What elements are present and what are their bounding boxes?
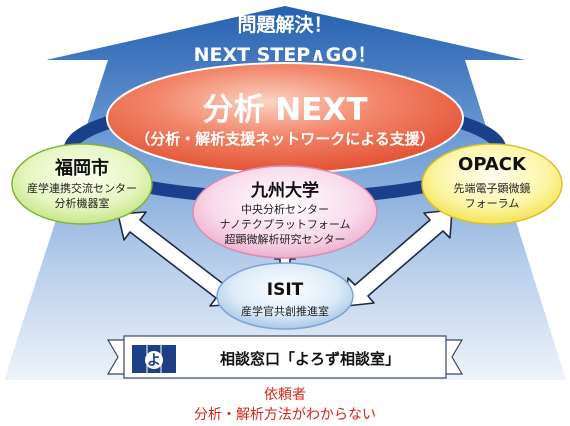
center-title: 分析 NEXT <box>202 92 368 128</box>
kyushu-line1: 中央分析センター <box>241 203 329 216</box>
node-fukuoka-ellipse <box>11 143 153 225</box>
fukuoka-line2: 分析機器室 <box>54 197 110 210</box>
node-opack-ellipse <box>421 143 563 225</box>
fukuoka-line1: 産学連携交流センター <box>27 182 137 195</box>
banner-label: 相談窓口「よろず相談室」 <box>219 350 400 368</box>
noren-logo-circle <box>145 351 163 369</box>
header-line2: NEXT STEP∧GO！ <box>193 44 377 66</box>
footer-line1: 依頼者 <box>264 387 306 403</box>
footer-line2: 分析・解析方法がわからない <box>194 407 376 423</box>
arrow-base-wash <box>0 380 570 426</box>
opack-line1: 先端電子顕微鏡 <box>453 182 531 195</box>
noren-logo-char: よ <box>147 353 161 369</box>
kyushu-title: 九州大学 <box>251 181 319 201</box>
opack-line2: フォーラム <box>464 197 520 210</box>
center-subtitle: （分析・解析支援ネットワークによる支援） <box>135 130 435 148</box>
isit-title: ISIT <box>266 280 304 300</box>
node-isit-ellipse <box>216 262 354 330</box>
noren-logo-stripe <box>132 341 176 345</box>
isit-line1: 産学官共創推進室 <box>241 305 329 318</box>
node-kyushu-ellipse <box>192 165 378 259</box>
kyushu-line2: ナノテクプラットフォーム <box>219 218 351 231</box>
fukuoka-title: 福岡市 <box>55 158 109 179</box>
banner-body <box>123 335 447 379</box>
consultation-banner <box>106 335 464 379</box>
opack-title: OPACK <box>458 154 526 175</box>
header-line1: 問題解決！ <box>237 14 333 36</box>
kyushu-line3: 超顕微解析研究センター <box>224 233 346 246</box>
